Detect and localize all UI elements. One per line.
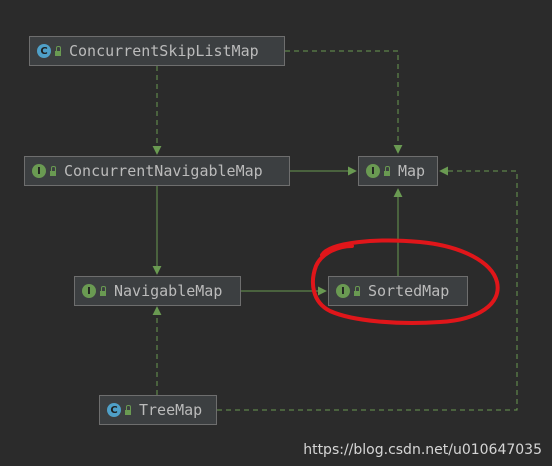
edge-skiplistmap-to-map <box>285 50 403 154</box>
node-label: ConcurrentSkipListMap <box>69 42 259 60</box>
lock-icon <box>354 285 360 296</box>
node-label: SortedMap <box>368 282 450 300</box>
sortedmap-highlight-ellipse <box>311 238 500 325</box>
lock-icon <box>125 404 131 415</box>
interface-icon: I <box>336 284 350 298</box>
node-concurrent-skip-list-map[interactable]: C ConcurrentSkipListMap <box>29 36 285 66</box>
interface-icon: I <box>366 164 380 178</box>
lock-icon <box>55 45 61 56</box>
lock-icon <box>100 285 106 296</box>
node-label: TreeMap <box>139 401 203 419</box>
node-tree-map[interactable]: C TreeMap <box>99 395 217 425</box>
node-label: ConcurrentNavigableMap <box>64 162 263 180</box>
class-icon: C <box>37 44 51 58</box>
watermark-text: https://blog.csdn.net/u010647035 <box>303 442 542 458</box>
lock-icon <box>384 165 390 176</box>
node-label: NavigableMap <box>114 282 223 300</box>
node-label: Map <box>398 162 426 180</box>
edge-treemap-to-map <box>217 166 518 411</box>
interface-icon: I <box>32 164 46 178</box>
node-navigable-map[interactable]: I NavigableMap <box>74 276 241 306</box>
node-sorted-map[interactable]: I SortedMap <box>328 276 468 306</box>
node-concurrent-navigable-map[interactable]: I ConcurrentNavigableMap <box>24 156 290 186</box>
lock-icon <box>50 165 56 176</box>
class-icon: C <box>107 403 121 417</box>
node-map[interactable]: I Map <box>358 156 438 186</box>
interface-icon: I <box>82 284 96 298</box>
